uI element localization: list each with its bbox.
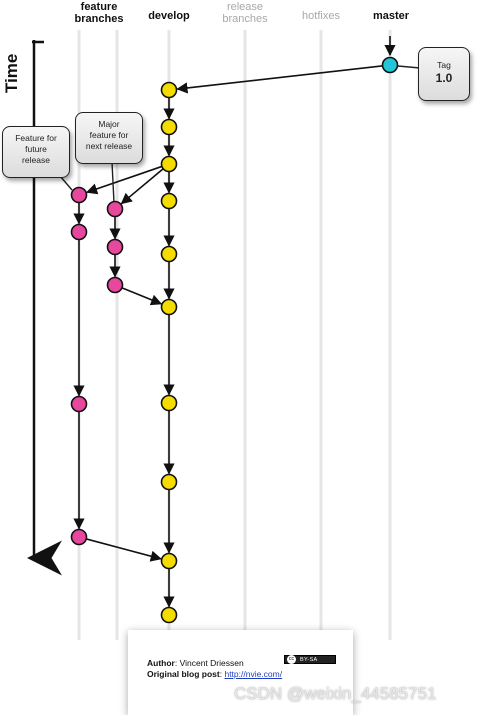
license-text: BY-SA: [300, 656, 318, 663]
develop-commit[interactable]: [160, 394, 178, 412]
author-line: Author: Vincent Driessen: [147, 658, 244, 668]
feature-commit[interactable]: [106, 276, 124, 294]
bubble-major-line-1: Major: [98, 119, 120, 129]
develop-commit[interactable]: [160, 298, 178, 316]
commit-edge: [121, 287, 163, 306]
bubble-tag: Tag 1.0: [418, 47, 470, 101]
feature-commit[interactable]: [70, 223, 88, 241]
bubble-major-line-3: next release: [85, 141, 133, 151]
commit-edge: [120, 168, 164, 205]
blog-post-link[interactable]: http://nvie.com/: [224, 669, 283, 679]
develop-commit[interactable]: [160, 606, 178, 624]
cc-icon: cc: [287, 655, 296, 664]
bubble-future-line-2: future: [25, 144, 47, 154]
time-label: Time: [2, 53, 21, 93]
author-name: Vincent Driessen: [179, 658, 244, 668]
lane-label-master: master: [372, 10, 410, 22]
bubble-future-line-1: Feature for: [15, 133, 57, 143]
bubble-major-line-2: feature for: [89, 130, 129, 140]
tag-value: 1.0: [435, 71, 453, 85]
lane-label-hotfixes: hotfixes: [302, 10, 340, 22]
develop-commit[interactable]: [160, 473, 178, 491]
feature-commit[interactable]: [70, 528, 88, 546]
credits-card: [128, 630, 353, 715]
feature-commit[interactable]: [106, 238, 124, 256]
commit-edge: [176, 65, 383, 94]
bubble-pointer-tag: [397, 65, 421, 69]
develop-commit[interactable]: [160, 192, 178, 210]
blog-post-label: Original blog post: [147, 669, 220, 679]
lane-label-feature-branches: feature branches: [74, 1, 124, 25]
tag-label: Tag: [437, 60, 451, 70]
feature-commit[interactable]: [70, 186, 88, 204]
lane-label-release-branches: release branches: [222, 1, 268, 25]
time-arrow: [27, 40, 62, 576]
bubble-future-line-3: release: [22, 155, 50, 165]
develop-commit[interactable]: [160, 552, 178, 570]
master-commit[interactable]: [381, 56, 399, 74]
develop-commit[interactable]: [160, 81, 178, 99]
blog-post-line: Original blog post: http://nvie.com/: [147, 669, 283, 679]
feature-commit[interactable]: [106, 200, 124, 218]
commit-edge: [85, 165, 163, 195]
bubble-pointer-future: [59, 175, 73, 191]
feature-commit[interactable]: [70, 395, 88, 413]
develop-commit[interactable]: [160, 245, 178, 263]
author-label: Author: [147, 658, 175, 668]
bubble-major-feature: Major feature for next release: [75, 112, 143, 164]
commit-edge: [86, 538, 162, 562]
develop-commit[interactable]: [160, 118, 178, 136]
commit-nodes: [70, 56, 399, 624]
commit-edges: [59, 36, 421, 608]
cc-license-badge[interactable]: cc BY-SA: [284, 655, 336, 664]
develop-commit[interactable]: [160, 155, 178, 173]
bubble-feature-future-release: Feature for future release: [2, 126, 70, 178]
watermark: CSDN @weixin_44585751: [234, 684, 437, 703]
bubble-pointer-major: [111, 161, 115, 204]
lane-label-develop: develop: [148, 10, 190, 22]
